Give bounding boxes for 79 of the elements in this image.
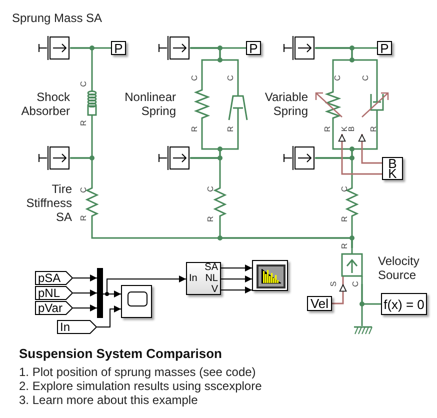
arrow [332, 284, 347, 304]
port-label: C [80, 81, 88, 87]
from-tag: pVar [35, 301, 73, 315]
arrow [72, 274, 98, 282]
connection-line [315, 47, 378, 80]
from-tag: pNL [35, 286, 73, 300]
output-port: P [111, 41, 126, 55]
from-tag: In [57, 320, 97, 334]
spring-symbol [346, 180, 358, 224]
port-label: K [341, 126, 349, 132]
connection-line [351, 224, 353, 248]
block-name: Sprung Mass SA [12, 11, 102, 25]
port-label: C [362, 75, 370, 81]
block-name: Nonlinear Spring [124, 90, 176, 118]
note-text: 1. Plot position of sprung masses (see code) [19, 365, 256, 379]
port-label: C [80, 187, 88, 193]
port-label: C [334, 75, 342, 81]
signal-source-block: Vel [307, 296, 332, 311]
sensor-block [38, 146, 70, 170]
from-tag: pSA [35, 271, 73, 285]
input-port-block [382, 157, 403, 180]
block-name: Velocity Source [378, 254, 420, 282]
arrow [96, 306, 122, 328]
scope-block [252, 260, 288, 291]
sensor-block [283, 146, 315, 170]
port-label: B [348, 126, 356, 132]
port-label: R [324, 126, 332, 132]
connection-line [70, 47, 93, 82]
subsystem-block [186, 262, 221, 295]
arrow [72, 290, 98, 296]
port-label: R [80, 215, 88, 221]
solver-configuration-block: f(x) = 0 [381, 293, 427, 315]
output-port: P [377, 41, 392, 55]
sensor-block [158, 146, 190, 170]
port-label: R [370, 126, 378, 132]
port-label: In [189, 274, 198, 284]
port-label: B [388, 158, 397, 168]
damper-symbol [226, 80, 250, 134]
port-label: R [207, 216, 215, 222]
arrow [338, 134, 382, 175]
connection-line [70, 157, 93, 180]
port-label: R [191, 126, 199, 132]
scope-block [121, 285, 152, 318]
arrow [220, 286, 252, 294]
sensor-block [38, 36, 70, 60]
note-text: 3. Learn more about this example [19, 393, 198, 407]
block-name: Tire Stiffness SA [26, 182, 72, 224]
mux-bar [97, 268, 103, 318]
diagram-title: Suspension System Comparison [19, 346, 222, 361]
sensor-block [283, 36, 315, 60]
ground-symbol [354, 326, 372, 336]
connection-line [315, 157, 353, 180]
port-label: NL [205, 274, 218, 284]
arrow [72, 304, 98, 312]
note-text: 2. Explore simulation results using sscexplore [19, 379, 262, 393]
sensor-block [158, 36, 190, 60]
port-label: C [227, 75, 235, 81]
port-label: C [207, 186, 215, 192]
arrow [220, 276, 252, 282]
port-label: K [388, 168, 397, 178]
port-label: C [352, 281, 360, 287]
port-label: S [330, 281, 338, 287]
spring-symbol [214, 180, 226, 224]
block-name: Shock Absorber [20, 90, 70, 118]
port-label: C [191, 75, 199, 81]
connection-line [190, 47, 239, 80]
port-label: V [211, 285, 218, 295]
connection-line [190, 157, 221, 180]
block-name: Variable Spring [264, 90, 308, 118]
port-label: R [341, 216, 349, 222]
output-port: P [246, 41, 261, 55]
port-label: C [341, 186, 349, 192]
arrow [358, 134, 382, 164]
port-label: R [80, 120, 88, 126]
connection-line [361, 284, 363, 326]
arrow [220, 264, 252, 272]
port-label: R [341, 243, 349, 249]
port-label: R [227, 126, 235, 132]
port-label: SA [204, 263, 218, 273]
